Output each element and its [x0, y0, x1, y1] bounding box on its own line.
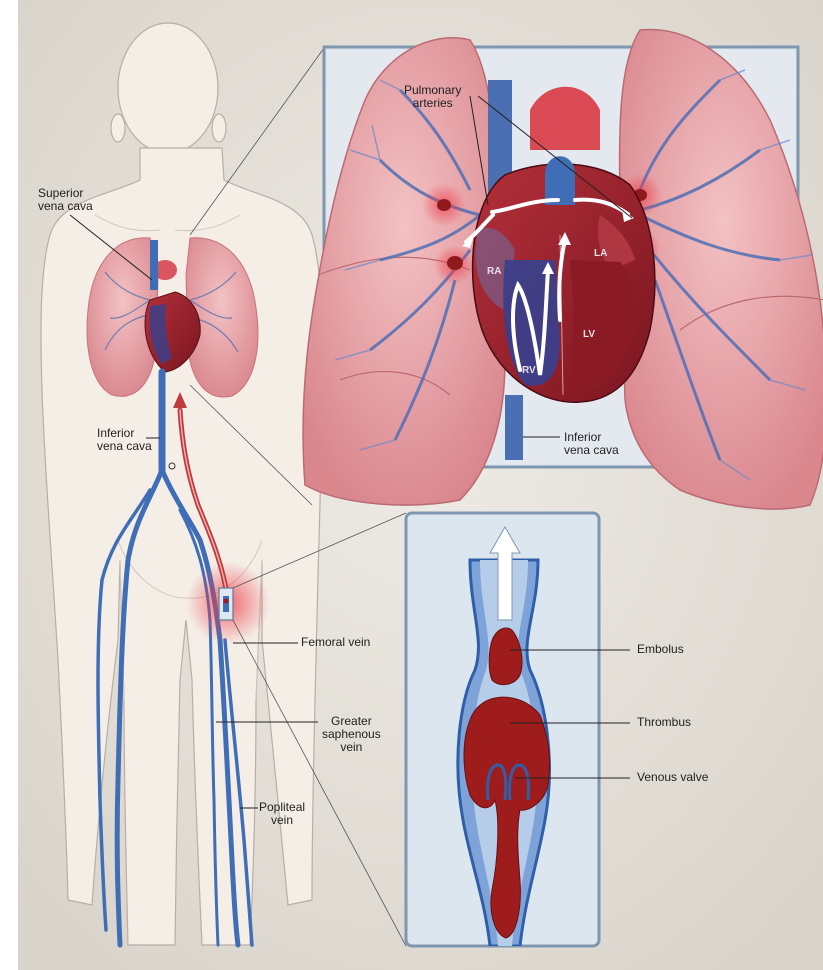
label-greater-saphenous-vein: Greater saphenous vein: [322, 715, 381, 754]
label-pulmonary-arteries: Pulmonary arteries: [404, 84, 461, 110]
chamber-la: LA: [594, 248, 607, 259]
label-venous-valve: Venous valve: [637, 771, 708, 784]
label-femoral-vein: Femoral vein: [301, 636, 370, 649]
chamber-rv: RV: [522, 365, 536, 376]
inferior-vena-cava-large: [505, 395, 523, 460]
label-thrombus: Thrombus: [637, 716, 691, 729]
label-popliteal-vein: Popliteal vein: [259, 801, 305, 827]
label-inferior-vena-cava-heart: Inferior vena cava: [564, 431, 619, 457]
femoral-focus-vein: [223, 596, 229, 612]
label-superior-vena-cava: Superior vena cava: [38, 187, 93, 213]
chamber-lv: LV: [583, 329, 595, 340]
label-embolus: Embolus: [637, 643, 684, 656]
label-inferior-vena-cava-body: Inferior vena cava: [97, 427, 152, 453]
chamber-ra: RA: [487, 266, 501, 277]
